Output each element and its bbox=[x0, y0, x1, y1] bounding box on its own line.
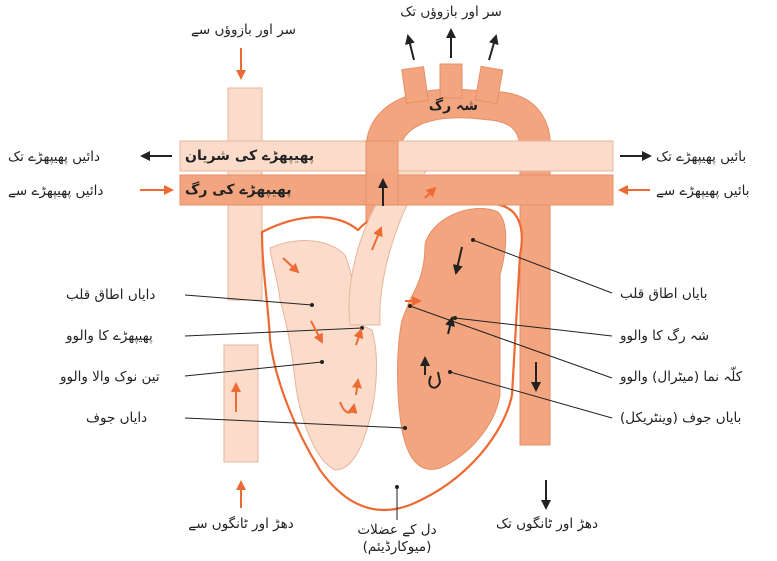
arrow-to-arms-right-icon bbox=[489, 36, 496, 60]
label-to-arms: سر اور بازوؤں تک bbox=[386, 4, 516, 20]
label-from-torso-legs: دھڑ اور ٹانگوں سے bbox=[176, 516, 306, 532]
label-mitral-valve: کلّہ نما (میٹرال) والوو bbox=[620, 369, 772, 385]
label-aorta: شہ رگ bbox=[430, 98, 478, 114]
label-right-atrium: دایاں اطاق قلب bbox=[66, 287, 180, 303]
label-left-ventricle: بایاں جوف (وینٹریکل) bbox=[620, 410, 772, 426]
arrow-to-arms-left-icon bbox=[408, 36, 414, 60]
inferior-vena-cava bbox=[224, 345, 258, 462]
label-tricuspid-valve: تین نوک والا والوو bbox=[60, 369, 180, 385]
label-pulmonary-artery: پھیپھڑے کی شریان bbox=[185, 148, 335, 164]
aorta-branch-left bbox=[402, 67, 429, 104]
label-left-atrium: بایاں اطاق قلب bbox=[620, 286, 740, 302]
label-aortic-valve: شہ رگ کا والوو bbox=[620, 328, 740, 344]
label-myocardium-sub: (میوکارڈیئم) bbox=[340, 539, 454, 555]
label-to-right-lung: دائیں پھیپھڑے تک bbox=[8, 149, 134, 165]
label-myocardium: دل کے عضلات bbox=[340, 522, 454, 538]
label-from-right-lung: دائیں پھیپھڑے سے bbox=[8, 183, 134, 199]
label-pulmonary-vein: پھیپھڑے کی رگ bbox=[185, 182, 335, 198]
label-right-ventricle: دایاں جوف bbox=[86, 410, 180, 426]
label-to-left-lung: بائیں پھیپھڑے تک bbox=[656, 149, 774, 165]
label-to-torso-legs: دھڑ اور ٹانگوں تک bbox=[480, 516, 614, 532]
label-pulmonary-valve: پھیپھڑے کا والوو bbox=[66, 328, 180, 344]
label-from-left-lung: بائیں پھیپھڑے سے bbox=[656, 183, 774, 199]
label-from-arms: سر اور بازوؤں سے bbox=[184, 22, 296, 38]
aorta-branch-middle bbox=[440, 64, 462, 98]
